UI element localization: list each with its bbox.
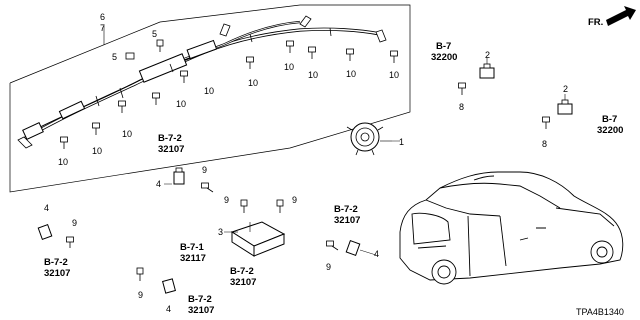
ref-label: B-7-2 [188, 294, 212, 305]
callout-10: 10 [248, 78, 259, 88]
callout-10: 10 [204, 86, 215, 96]
callout-4: 4 [44, 203, 50, 213]
callout-4: 4 [374, 249, 380, 259]
callout-10: 10 [58, 157, 69, 167]
callout-10: 10 [92, 146, 103, 156]
ref-label: B-7-2 [44, 257, 68, 268]
bolts [60, 39, 550, 281]
ref-label: B-7 [436, 41, 452, 52]
ref-code: 32107 [230, 277, 257, 288]
callout-9: 9 [72, 218, 78, 228]
impact-sensor-right [479, 58, 495, 79]
callout-3: 3 [218, 227, 224, 237]
callout-10: 10 [284, 62, 295, 72]
callout-2: 2 [485, 50, 491, 60]
ref-code: 32107 [188, 305, 215, 316]
callout-4: 4 [166, 304, 172, 314]
ref-label: B-7-1 [180, 242, 204, 253]
ref-code: 32117 [180, 253, 206, 264]
main-wire-harness [17, 15, 387, 149]
leader-lines [164, 140, 400, 256]
ref-code: 32107 [334, 215, 361, 226]
front-direction-arrow [606, 6, 636, 26]
callout-8: 8 [542, 139, 548, 149]
srs-control-unit [230, 221, 286, 257]
ref-label: B-7-2 [230, 266, 254, 277]
callout-7: 7 [100, 23, 106, 33]
ref-code: 32107 [44, 268, 71, 279]
callout-9: 9 [202, 165, 208, 175]
callout-8: 8 [459, 102, 465, 112]
callout-9: 9 [292, 195, 298, 205]
callout-10: 10 [346, 69, 357, 79]
callout-4: 4 [156, 179, 162, 189]
callout-5: 5 [152, 29, 158, 39]
callout-6: 6 [100, 12, 106, 22]
callout-10: 10 [389, 70, 400, 80]
ref-label: B-7-2 [334, 204, 358, 215]
callout-10: 10 [122, 129, 133, 139]
callout-9: 9 [138, 290, 144, 300]
ref-code: 32200 [431, 52, 458, 63]
side-sensor-b [37, 224, 53, 240]
callout-9: 9 [224, 195, 230, 205]
direction-label: FR. [588, 17, 604, 28]
callout-10: 10 [176, 99, 187, 109]
vehicle-silhouette [399, 171, 624, 285]
side-sensor-c [345, 240, 361, 256]
side-sensor-a [173, 167, 185, 185]
callout-5: 5 [112, 52, 118, 62]
cable-reel [346, 122, 392, 156]
impact-sensor-left [557, 94, 573, 115]
callout-2: 2 [563, 84, 569, 94]
ref-label: B-7-2 [158, 133, 182, 144]
ref-label: B-7 [602, 114, 618, 125]
diagram-code: TPA4B1340 [576, 307, 624, 317]
harness-group-outline [9, 4, 411, 193]
ref-code: 32200 [597, 125, 624, 136]
side-sensor-d [162, 278, 176, 294]
ref-code: 32107 [158, 144, 185, 155]
callout-10: 10 [308, 70, 319, 80]
callout-1: 1 [399, 137, 405, 147]
callout-9: 9 [326, 262, 332, 272]
